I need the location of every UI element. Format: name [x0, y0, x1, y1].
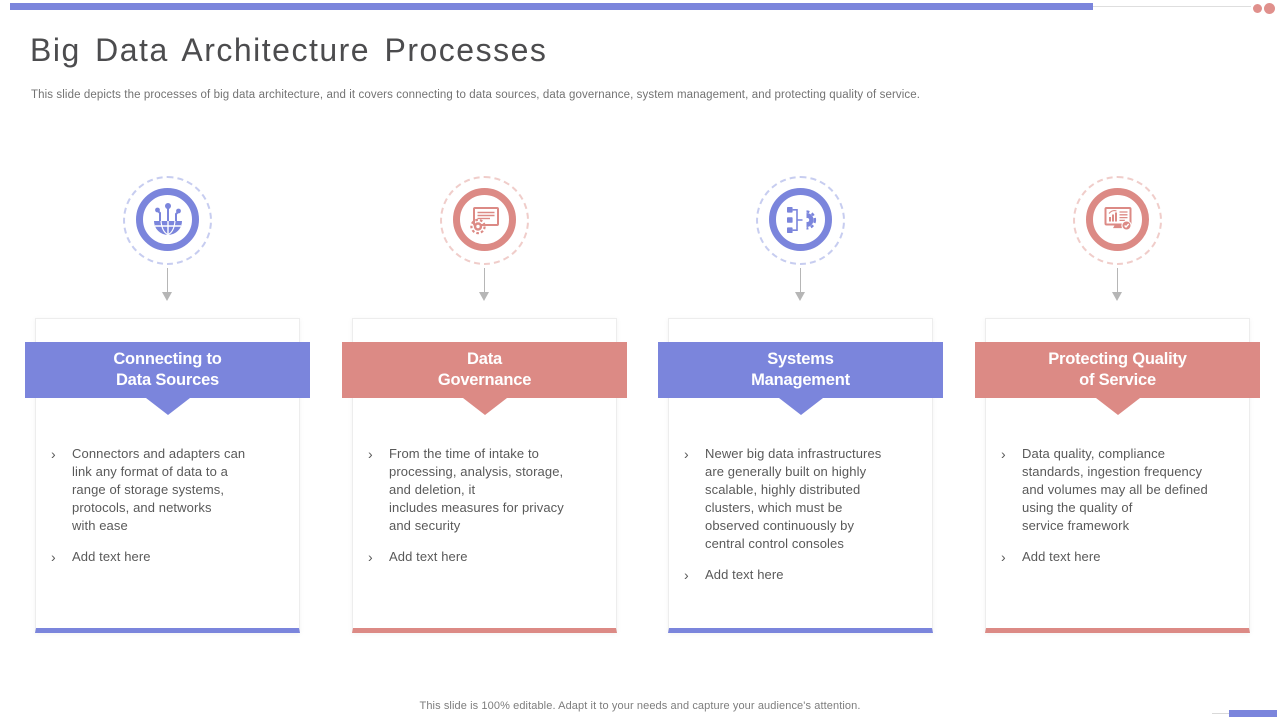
icon-ring: [769, 188, 832, 251]
bullet-text: Newer big data infrastructures are gener…: [705, 446, 882, 551]
card-title-line: Systems: [767, 350, 834, 368]
bullet-text: Data quality, compliance standards, inge…: [1022, 446, 1208, 533]
arrow-down-icon: [795, 292, 805, 301]
card-title-banner: Data Governance: [342, 342, 627, 398]
icon-ring: [453, 188, 516, 251]
card-title-line: of Service: [1079, 371, 1156, 389]
bullet-list: › Connectors and adapters can link any f…: [51, 445, 289, 579]
card-title-line: Data Sources: [115, 371, 220, 389]
globe-network-icon: [153, 202, 182, 235]
slide-subtitle: This slide depicts the processes of big …: [31, 89, 921, 101]
banner-pointer: [145, 398, 190, 415]
connector-line: [167, 268, 168, 292]
editable-note: This slide is 100% editable. Adapt it to…: [419, 700, 861, 712]
process-column-data-governance: Data Governance › From the time of intak…: [342, 170, 627, 650]
card-title-banner: Protecting Quality of Service: [975, 342, 1260, 398]
bottom-decoration-line: [1212, 713, 1229, 714]
chevron-bullet-icon: ›: [368, 549, 373, 565]
decoration-dot: [1264, 3, 1275, 14]
list-item: › Add text here: [368, 548, 606, 566]
process-column-protecting-quality-of-service: Protecting Quality of Service › Data qua…: [975, 170, 1260, 650]
icon-ring: [1086, 188, 1149, 251]
connector-line: [484, 268, 485, 292]
card-title-line: Management: [751, 371, 850, 389]
chevron-bullet-icon: ›: [684, 567, 689, 583]
bullet-text: Add text here: [389, 549, 468, 564]
process-card: Data Governance › From the time of intak…: [342, 318, 627, 633]
arrow-down-icon: [479, 292, 489, 301]
list-item: › Add text here: [51, 548, 289, 566]
bullet-list: › Newer big data infrastructures are gen…: [684, 445, 922, 597]
chevron-bullet-icon: ›: [1001, 446, 1006, 462]
top-accent-bar: [10, 3, 1093, 10]
bullet-list: › Data quality, compliance standards, in…: [1001, 445, 1239, 579]
process-column-systems-management: Systems Management › Newer big data infr…: [658, 170, 943, 650]
bullet-text: From the time of intake to processing, a…: [389, 446, 564, 533]
list-item: › Data quality, compliance standards, in…: [1001, 445, 1239, 535]
connector-line: [1117, 268, 1118, 292]
arrow-down-icon: [162, 292, 172, 301]
list-item: › Connectors and adapters can link any f…: [51, 445, 289, 535]
process-card: Protecting Quality of Service › Data qua…: [975, 318, 1260, 633]
process-card: Systems Management › Newer big data infr…: [658, 318, 943, 633]
process-card: Connecting to Data Sources › Connectors …: [25, 318, 310, 633]
list-item: › From the time of intake to processing,…: [368, 445, 606, 535]
systems-management-gear-icon: [786, 206, 816, 233]
list-item: › Add text here: [1001, 548, 1239, 566]
bottom-accent-bar: [1229, 710, 1277, 717]
bullet-list: › From the time of intake to processing,…: [368, 445, 606, 579]
banner-pointer: [462, 398, 507, 415]
chevron-bullet-icon: ›: [1001, 549, 1006, 565]
icon-ring: [136, 188, 199, 251]
data-governance-certificate-icon: [469, 206, 499, 234]
card-title-line: Protecting Quality: [1048, 350, 1187, 368]
list-item: › Add text here: [684, 566, 922, 584]
card-title-banner: Connecting to Data Sources: [25, 342, 310, 398]
decoration-dot: [1253, 4, 1262, 13]
arrow-down-icon: [1112, 292, 1122, 301]
process-column-connecting-to-data-sources: Connecting to Data Sources › Connectors …: [25, 170, 310, 650]
banner-pointer: [1095, 398, 1140, 415]
top-decoration-line: [1093, 6, 1251, 7]
chevron-bullet-icon: ›: [684, 446, 689, 462]
card-title-line: Data: [467, 350, 502, 368]
chevron-bullet-icon: ›: [51, 446, 56, 462]
bullet-text: Connectors and adapters can link any for…: [72, 446, 246, 533]
chevron-bullet-icon: ›: [51, 549, 56, 565]
banner-pointer: [778, 398, 823, 415]
bullet-text: Add text here: [72, 549, 151, 564]
connector-line: [800, 268, 801, 292]
card-title-banner: Systems Management: [658, 342, 943, 398]
card-title-line: Connecting to: [113, 350, 222, 368]
bullet-text: Add text here: [705, 567, 784, 582]
card-title-line: Governance: [437, 371, 532, 389]
chevron-bullet-icon: ›: [368, 446, 373, 462]
bullet-text: Add text here: [1022, 549, 1101, 564]
quality-monitor-icon: [1104, 206, 1132, 231]
page-title: Big Data Architecture Processes: [30, 32, 548, 68]
list-item: › Newer big data infrastructures are gen…: [684, 445, 922, 553]
